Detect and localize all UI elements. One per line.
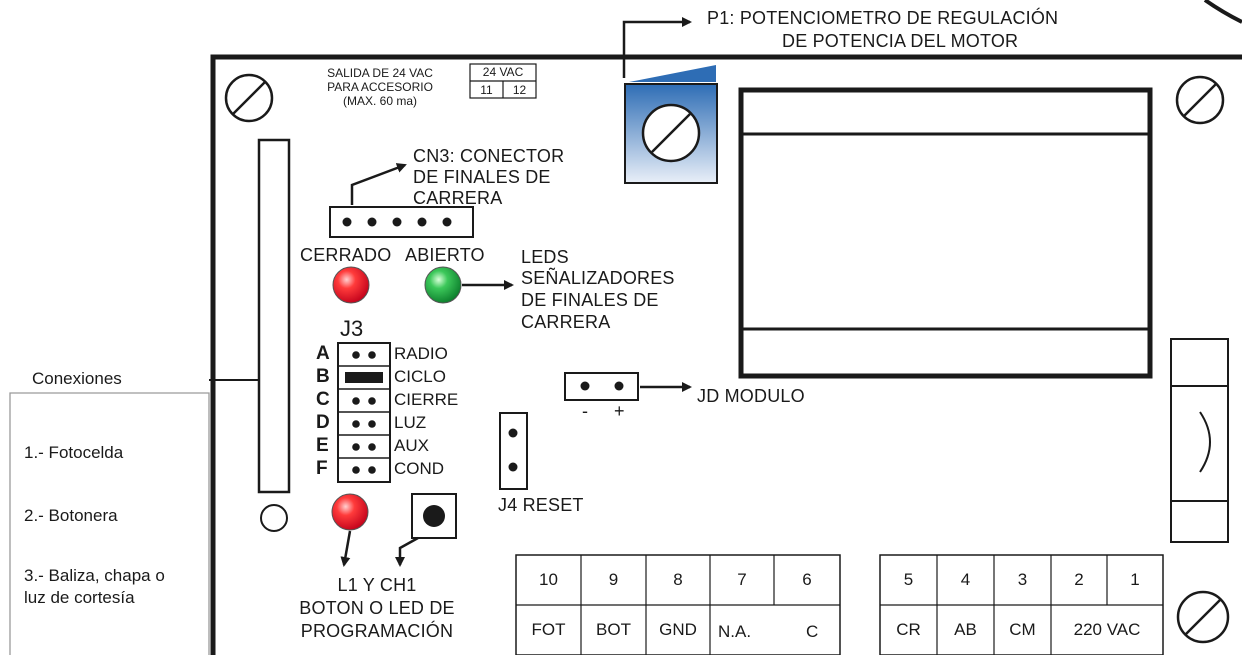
- conexiones-title: Conexiones: [32, 369, 122, 388]
- cn3-line1: CN3: CONECTOR: [413, 146, 565, 166]
- fuse-holder: [1170, 338, 1229, 543]
- potentiometer-icon: [624, 65, 718, 184]
- led-green-abierto: [424, 266, 462, 304]
- terminal-number: 7: [737, 570, 747, 589]
- conexiones-item1: 1.- Fotocelda: [24, 443, 124, 462]
- vac-box-left: 11: [480, 83, 493, 97]
- screw-icon: [224, 73, 274, 123]
- j3-label-aux: AUX: [394, 436, 429, 455]
- j3-label-cierre: CIERRE: [394, 390, 459, 409]
- j3-label-ciclo: CICLO: [394, 367, 446, 386]
- cn3-line3: CARRERA: [413, 188, 503, 208]
- l1-line2: BOTON O LED DE: [299, 598, 455, 618]
- jd-minus: -: [582, 401, 589, 421]
- j3-label-luz: LUZ: [394, 413, 427, 432]
- salida-line2: PARA ACCESORIO: [327, 80, 433, 94]
- j4-label: J4 RESET: [498, 495, 584, 515]
- screw-icon: [1176, 590, 1230, 644]
- terminal-number: 8: [673, 570, 683, 589]
- cn3-connector: [329, 206, 474, 238]
- salida-line1: SALIDA DE 24 VAC: [327, 66, 433, 80]
- j3-letter-d: D: [316, 412, 330, 433]
- jd-plus: +: [614, 401, 625, 421]
- j3-jumper-block: [337, 342, 391, 483]
- j3-title: J3: [340, 316, 364, 341]
- board-outline: [210, 54, 1242, 655]
- j3-letter-a: A: [316, 343, 330, 364]
- p1-label-line2: DE POTENCIA DEL MOTOR: [782, 31, 1019, 51]
- terminal-block-right: [879, 554, 1164, 655]
- p1-label-line1: P1: POTENCIOMETRO DE REGULACIÓN: [707, 8, 1059, 28]
- terminal-name: CM: [1009, 620, 1036, 639]
- vac-box-right: 12: [512, 83, 527, 97]
- conexiones-item3-line2: luz de cortesía: [24, 588, 135, 607]
- l1-line3: PROGRAMACIÓN: [300, 621, 454, 641]
- terminal-number: 2: [1074, 570, 1084, 589]
- terminal-name: AB: [954, 620, 977, 639]
- terminal-name: GND: [659, 620, 697, 639]
- ch1-arrow: [395, 536, 419, 567]
- terminal-name: 220 VAC: [1073, 620, 1141, 639]
- terminal-name: BOT: [596, 620, 631, 639]
- vac-terminal-box: [469, 63, 537, 99]
- j3-letter-e: E: [316, 435, 329, 456]
- jd-label: JD MODULO: [697, 386, 805, 406]
- conexiones-box: [9, 392, 210, 655]
- vac-box-top: 24 VAC: [482, 65, 524, 79]
- cn3-line2: DE FINALES DE: [413, 167, 551, 187]
- conexiones-item3-line1: 3.- Baliza, chapa o: [24, 566, 165, 585]
- button-ch1: [411, 493, 457, 539]
- terminal-name: FOT: [531, 620, 566, 639]
- leds-desc-line2: SEÑALIZADORES: [521, 268, 675, 288]
- relay-block: [738, 87, 1153, 379]
- leds-desc-line3: DE FINALES DE: [521, 290, 659, 310]
- led-l1: [331, 493, 369, 531]
- terminal-number: 10: [539, 570, 558, 589]
- salida-line3: (MAX. 60 ma): [342, 94, 417, 108]
- cn3-arrow: [350, 163, 407, 205]
- screw-icon: [1175, 75, 1225, 125]
- terminal-number: 6: [802, 570, 812, 589]
- j3-label-cond: COND: [394, 459, 445, 478]
- leds-desc-line4: CARRERA: [521, 312, 611, 332]
- abierto-label: ABIERTO: [405, 245, 485, 265]
- cerrado-label: CERRADO: [300, 245, 392, 265]
- p1-arrow: [622, 17, 692, 78]
- terminal-name: CR: [896, 620, 921, 639]
- jd-connector: [564, 372, 639, 401]
- corner-arc: [1203, 0, 1242, 24]
- terminal-name: C: [806, 622, 819, 641]
- l1-line1: L1 Y CH1: [337, 575, 417, 595]
- terminal-block-left: [515, 554, 841, 655]
- leds-desc-line1: LEDS: [521, 247, 569, 267]
- j3-letter-b: B: [316, 366, 330, 387]
- j4-connector: [499, 412, 528, 490]
- led-red-cerrado: [332, 266, 370, 304]
- l1-arrow: [340, 530, 352, 567]
- j3-letter-c: C: [316, 389, 330, 410]
- terminal-number: 1: [1130, 570, 1140, 589]
- conexiones-item2: 2.- Botonera: [24, 506, 118, 525]
- j3-label-radio: RADIO: [394, 344, 448, 363]
- terminal-name: N.A.: [718, 622, 752, 641]
- terminal-number: 9: [608, 570, 619, 589]
- mounting-hole: [260, 504, 288, 532]
- terminal-number: 4: [960, 570, 971, 589]
- j3-letter-f: F: [316, 458, 328, 479]
- terminal-number: 3: [1017, 570, 1028, 589]
- connector-strip: [257, 138, 291, 494]
- terminal-number: 5: [903, 570, 914, 589]
